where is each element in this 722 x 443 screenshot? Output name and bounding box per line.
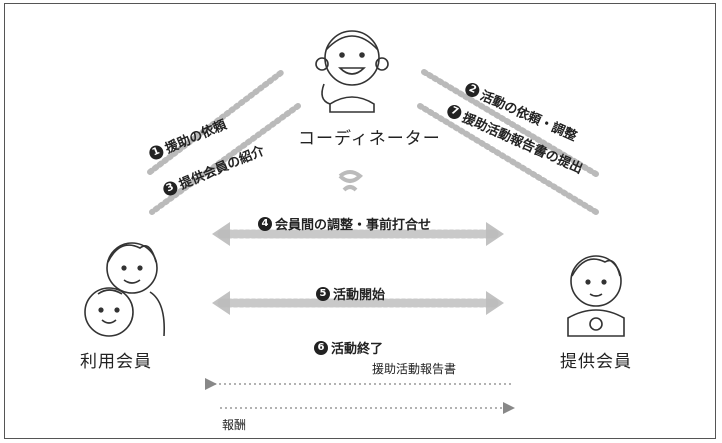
arrow-provider-to-coordinator: [417, 103, 599, 215]
fee-label: 報酬: [222, 418, 247, 432]
diagram-frame: [4, 3, 716, 439]
step-4-label: 4 会員間の調整・事前打合せ: [258, 214, 431, 233]
provider-member-label: 提供会員: [560, 352, 632, 372]
arrow-user-to-coordinator: [147, 69, 285, 175]
arrow-coordinator-to-user: [149, 103, 301, 215]
step-4-text: 会員間の調整・事前打合せ: [275, 218, 432, 233]
step-5-text: 活動開始: [333, 288, 386, 303]
coordinator-person-icon: [315, 30, 389, 113]
step-6-label: 6 活動終了: [314, 338, 383, 357]
step-5-number: 5: [316, 286, 330, 301]
step-4-number: 4: [258, 216, 272, 231]
coordinator-label: コーディネーター: [298, 129, 441, 149]
step-6-number: 6: [314, 340, 328, 355]
provider-person-icon: [567, 255, 625, 337]
user-member-label: 利用会員: [80, 352, 152, 372]
user-parent-child-icon: [84, 242, 166, 337]
step-6-text: 活動終了: [331, 342, 384, 357]
center-flourish: [338, 170, 363, 192]
step-5-label: 5 活動開始: [316, 284, 385, 303]
arrow-coordinator-to-provider: [421, 69, 599, 177]
report-label: 援助活動報告書: [372, 362, 457, 376]
